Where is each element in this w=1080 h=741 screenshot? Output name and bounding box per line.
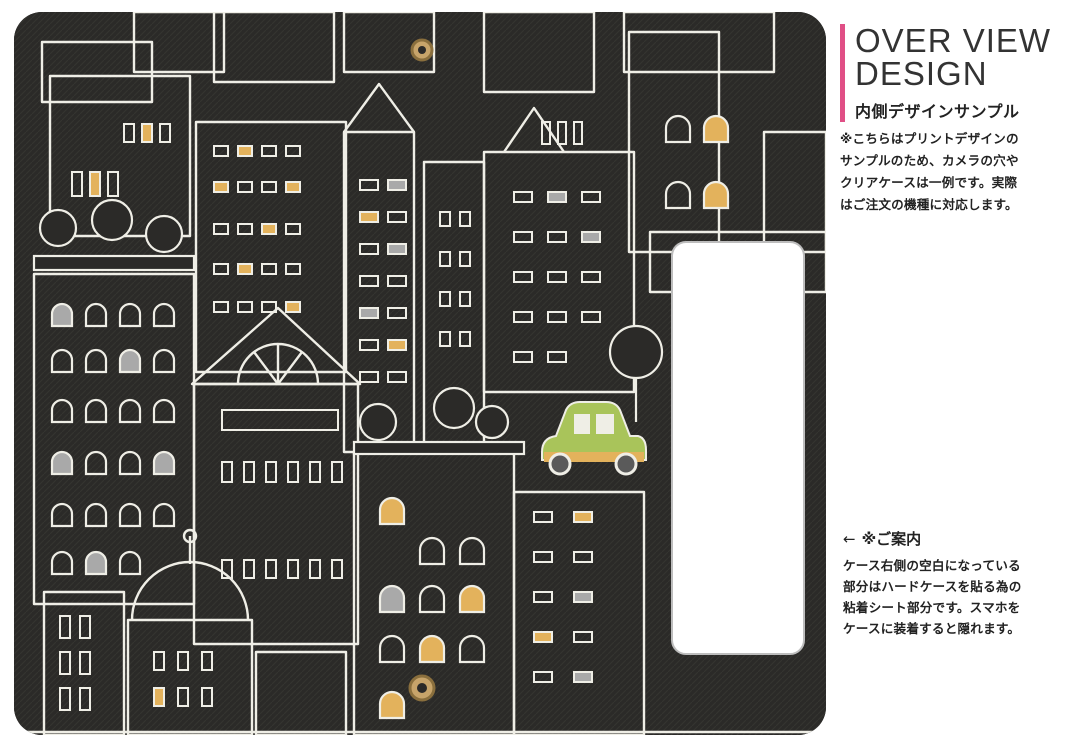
guide-heading-text: ※ご案内 bbox=[861, 530, 922, 548]
guide-line: ケースに装着すると隠れます。 bbox=[843, 621, 1021, 636]
left-arrow-icon: ← bbox=[843, 530, 856, 548]
city-illustration bbox=[14, 12, 826, 735]
overview-subtitle: 内側デザインサンプル bbox=[855, 102, 1020, 121]
guide-heading: ← ※ご案内 bbox=[843, 528, 1079, 549]
grommet-icon bbox=[408, 38, 436, 702]
overview-title-block: OVER VIEW DESIGN 内側デザインサンプル bbox=[840, 24, 1076, 122]
note-line: はご注文の機種に対応します。 bbox=[840, 197, 1018, 212]
note-line: クリアケースは一例です。実際 bbox=[840, 175, 1018, 190]
tree-icon bbox=[32, 198, 664, 456]
overview-note: ※こちらはプリントデザインの サンプルのため、カメラの穴や クリアケースは一例で… bbox=[840, 128, 1076, 216]
overview-panel: OVER VIEW DESIGN 内側デザインサンプル ※こちらはプリントデザイ… bbox=[840, 24, 1076, 216]
guide-body: ケース右側の空白になっている 部分はハードケースを貼る為の 粘着シート部分です。… bbox=[843, 555, 1079, 639]
title-line-1: OVER VIEW bbox=[855, 22, 1052, 59]
adhesive-sheet-area bbox=[671, 241, 805, 655]
guide-line: ケース右側の空白になっている bbox=[843, 558, 1021, 573]
note-line: ※こちらはプリントデザインの bbox=[840, 131, 1019, 146]
guide-line: 部分はハードケースを貼る為の bbox=[843, 579, 1022, 594]
guide-section: ← ※ご案内 ケース右側の空白になっている 部分はハードケースを貼る為の 粘着シー… bbox=[843, 528, 1079, 639]
title-line-2: DESIGN bbox=[855, 55, 988, 92]
guide-line: 粘着シート部分です。スマホを bbox=[843, 600, 1021, 615]
case-inner-design bbox=[14, 12, 826, 735]
note-line: サンプルのため、カメラの穴や bbox=[840, 153, 1019, 168]
car-icon bbox=[541, 401, 647, 476]
